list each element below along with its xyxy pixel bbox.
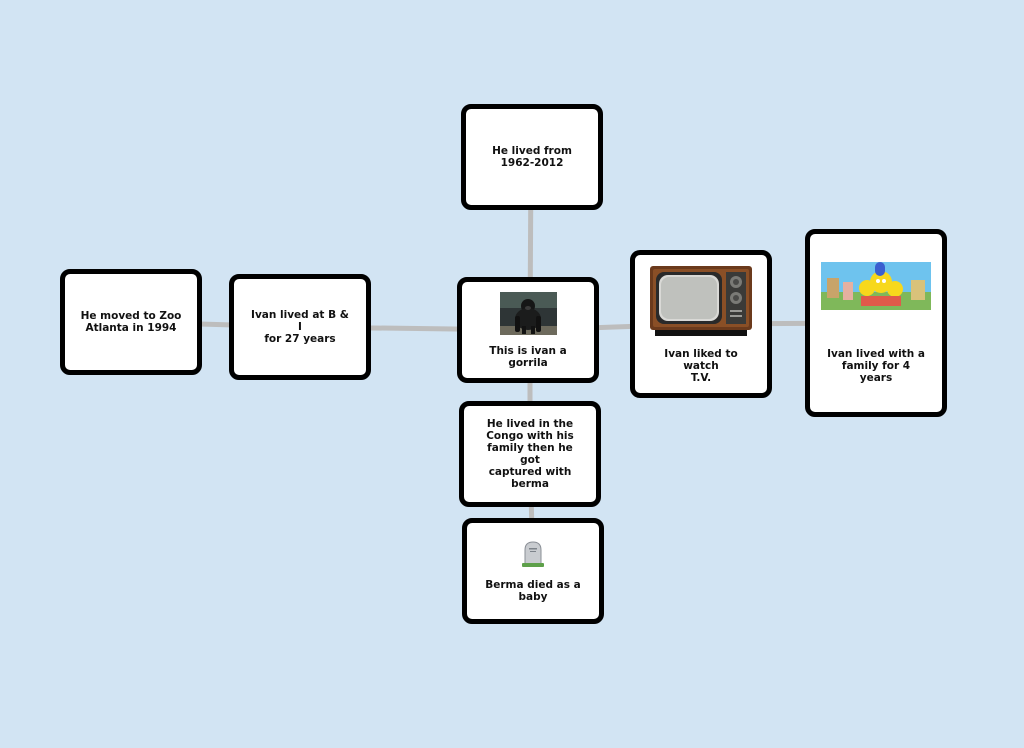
node-lived-dates-label: He lived from 1962-2012 [492, 145, 572, 169]
node-b-and-i[interactable]: Ivan lived at B & I for 27 years [229, 274, 371, 380]
node-zoo-atlanta[interactable]: He moved to Zoo Atlanta in 1994 [60, 269, 202, 375]
node-congo-label: He lived in the Congo with his family th… [486, 418, 574, 490]
node-b-and-i-label: Ivan lived at B & I for 27 years [251, 309, 349, 345]
gravestone-icon [518, 539, 548, 569]
node-ivan-gorilla-label: This is ivan a gorrila [489, 344, 567, 369]
node-zoo-atlanta-label: He moved to Zoo Atlanta in 1994 [80, 310, 182, 334]
node-berma-label: Berma died as a baby [485, 579, 581, 603]
node-family-label: Ivan lived with a family for 4 years [827, 348, 925, 384]
simpsons-family-image [821, 262, 931, 310]
node-tv[interactable]: Ivan liked to watch T.V. [630, 250, 772, 398]
node-tv-label: Ivan liked to watch T.V. [664, 348, 738, 384]
node-congo[interactable]: He lived in the Congo with his family th… [459, 401, 601, 507]
gorilla-photo [499, 291, 557, 335]
node-ivan-gorilla[interactable]: This is ivan a gorrila [457, 277, 599, 383]
television-image [647, 264, 755, 338]
node-lived-dates[interactable]: He lived from 1962-2012 [461, 104, 603, 210]
node-family[interactable]: Ivan lived with a family for 4 years [805, 229, 947, 417]
node-berma[interactable]: Berma died as a baby [462, 518, 604, 624]
